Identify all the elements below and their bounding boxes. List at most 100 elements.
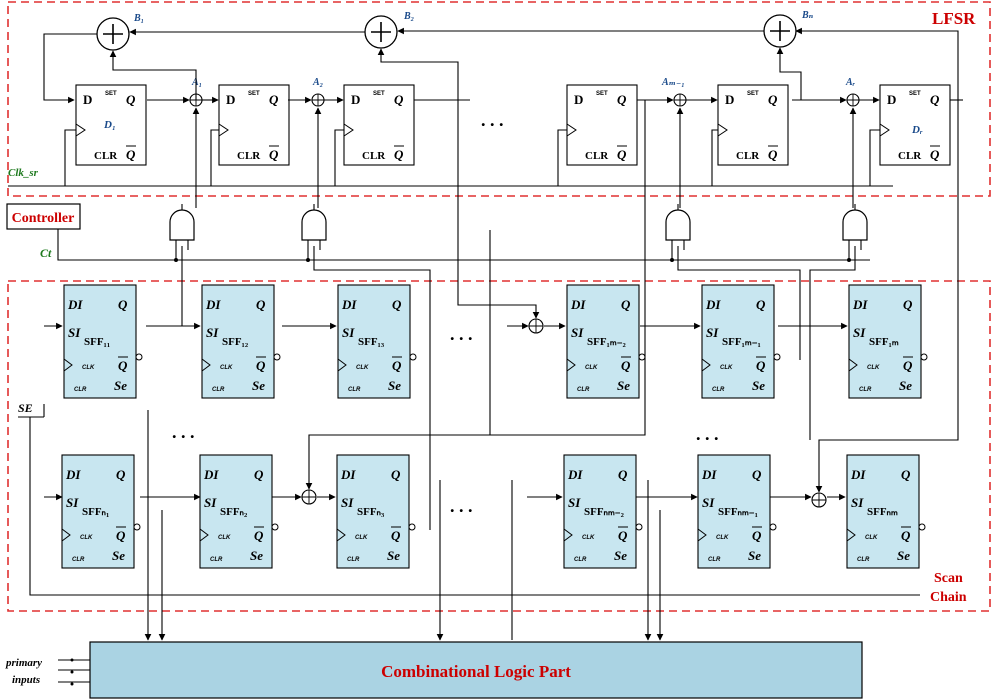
lfsr-ff-qbar: Q [126,147,136,162]
sff-di: DI [567,467,583,482]
lfsr-ff-set: SET [747,91,759,97]
sff-qbar: Q [392,358,402,373]
sff-q: Q [254,467,264,482]
sff-si: SI [702,495,715,510]
sff-se: Se [617,378,630,393]
sff-name: SFFₙ₂ [220,506,248,518]
xor-tag-a2: A₂ [312,77,323,88]
sff-qbar-bubble [273,353,281,361]
sff-clock-triangle [563,528,573,542]
sff-di: DI [205,297,221,312]
sff-clk: CLK [865,535,878,541]
lfsr-ff-body [343,84,415,166]
se-label: SE [18,401,33,415]
sff-q: Q [903,297,913,312]
between-rows-dots-right: . . . [696,424,719,444]
adder-tag-b2: B₂ [403,11,414,22]
lfsr-ff-clr: CLR [237,150,261,162]
lfsr-ff-body [218,84,290,166]
scan-chain-label-line2: Chain [930,590,967,605]
sff-clr: CLR [708,557,721,563]
sff-qbar: Q [618,528,628,543]
lfsr-ff-clr: CLR [362,150,386,162]
sff-body [201,284,275,399]
and-gate-junction [174,258,178,262]
sff-clock-triangle [701,358,711,372]
lfsr-ff-q: Q [768,92,778,107]
adder-b2 [364,15,398,49]
sff-si: SI [68,325,81,340]
ct-label: Ct [40,246,52,260]
sff-si: SI [342,325,355,340]
lfsr-ff-d: D [887,92,896,107]
between-rows-dots-left: . . . [172,422,195,442]
lfsr-ff-q: Q [394,92,404,107]
lfsr-ff-clock-triangle [75,123,86,137]
lfsr-ff-d: D [83,92,92,107]
lfsr-region-frame [7,1,991,197]
sff-name: SFFₙ₁ [82,506,109,518]
lfsr-ff-first-tag: D₁ [103,119,116,131]
xor-tag-a1: A₁ [191,77,202,88]
scan-wiring [18,100,959,641]
scan-xor-row2a [301,489,317,505]
and-gate [301,204,327,262]
lfsr-xor-am1 [673,93,687,107]
sff-se: Se [897,548,910,563]
sff-clock-triangle [848,358,858,372]
and-gate [842,204,868,262]
sff-si: SI [204,495,217,510]
lfsr-ff-q: Q [269,92,279,107]
sff-se: Se [614,548,627,563]
sff-si: SI [341,495,354,510]
sff-di: DI [705,297,721,312]
sff-clock-triangle [566,358,576,372]
sff-di: DI [852,297,868,312]
clk-sr-label: Clk_sr [8,167,39,179]
sff-clr: CLR [212,387,225,393]
lfsr-ff-qbar: Q [269,147,279,162]
sff-q: Q [752,467,762,482]
sff-name: SFF₁₃ [358,336,385,348]
sff-q: Q [901,467,911,482]
sff-clk: CLK [80,535,93,541]
sff-qbar: Q [621,358,631,373]
sff-qbar-bubble [271,523,279,531]
sff-di: DI [65,467,81,482]
and-gate-body [842,209,868,241]
and-gate-leads [175,204,189,260]
sff-qbar-bubble [769,523,777,531]
sff-clk: CLK [218,535,231,541]
primary-inputs-line2: inputs [12,674,40,686]
sff-clk: CLK [82,365,95,371]
sff-se: Se [388,378,401,393]
lfsr-ff-q: Q [617,92,627,107]
adder-bn [763,14,797,48]
lfsr-ff-clr: CLR [736,150,760,162]
scan-xor-row2b [811,492,827,508]
sff-qbar: Q [903,358,913,373]
sff-clk: CLK [716,535,729,541]
sff-si: SI [66,495,79,510]
lfsr-ff-d: D [574,92,583,107]
sff-clk: CLK [355,535,368,541]
sff-clr: CLR [347,557,360,563]
sff-se: Se [250,548,263,563]
sff-clk: CLK [720,365,733,371]
sff-q: Q [621,297,631,312]
sff-clr: CLR [577,387,590,393]
lfsr-ff-q: Q [126,92,136,107]
sff-di: DI [203,467,219,482]
sff-name: SFF₁₁ [84,336,110,348]
sff-clock-triangle [201,358,211,372]
sff-qbar: Q [256,358,266,373]
